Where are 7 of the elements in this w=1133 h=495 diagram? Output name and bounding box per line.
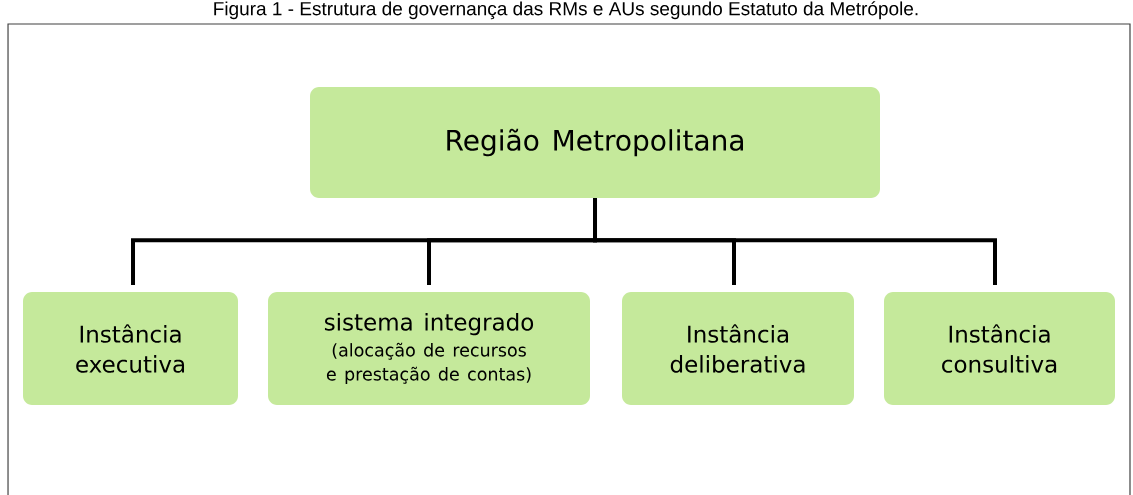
box: Instância consultiva xyxy=(884,292,1115,405)
figure-title: Figura 1 - Estrutura de governança das RMs e AUs segundo Estatuto da Metrópole. xyxy=(214,1,918,20)
box: Região Metropolitana xyxy=(310,87,880,198)
box: sistema integrado (alocação de recursos e prestação de contas) xyxy=(268,292,590,405)
box: Instância executiva xyxy=(23,292,238,405)
box: Instância deliberativa xyxy=(622,292,854,405)
connector-line xyxy=(593,198,997,285)
